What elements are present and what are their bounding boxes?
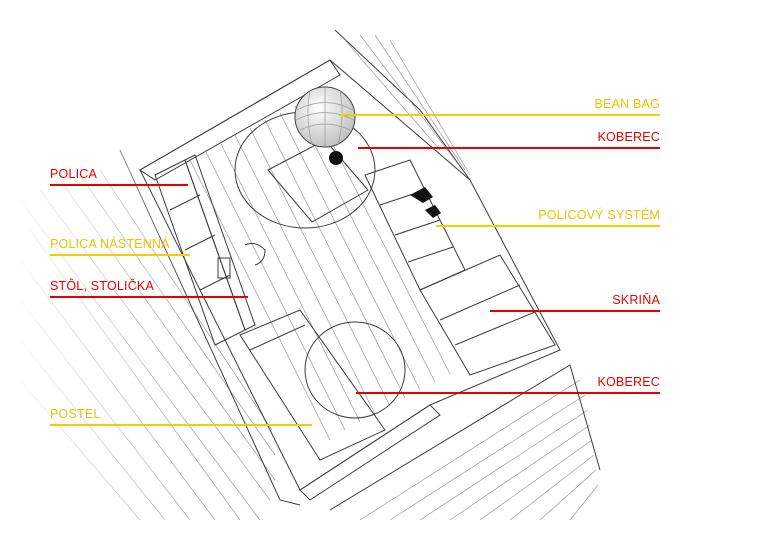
roof-top [334,29,471,181]
room-outline [139,59,561,501]
label-koberec-bottom: KOBEREC [597,375,660,389]
bed [239,309,386,461]
label-policovy-system: POLICOVÝ SYSTÉM [538,207,660,222]
rug-bottom [304,321,406,419]
ottoman [267,139,369,223]
roof-hatching-left [0,149,301,530]
label-skrina: SKRIŇA [612,292,660,307]
roof-hatching-right [329,364,601,521]
leader-lines [50,114,660,426]
bean-bag [294,86,356,165]
wardrobe [419,254,556,376]
label-koberec-top: KOBEREC [597,130,660,144]
label-stol-stolicka: STÔL, STOLIČKA [50,278,154,293]
label-polica-nastenna: POLICA NÁSTENNÁ [50,236,170,251]
label-bean-bag: BEAN BAG [594,97,660,111]
label-polica: POLICA [50,167,98,181]
shelf-unit-left [154,154,266,346]
labels: BEAN BAG KOBEREC POLICOVÝ SYSTÉM SKRIŇA … [50,97,660,421]
floor-planks [189,99,451,441]
label-postel: POSTEL [50,407,101,421]
